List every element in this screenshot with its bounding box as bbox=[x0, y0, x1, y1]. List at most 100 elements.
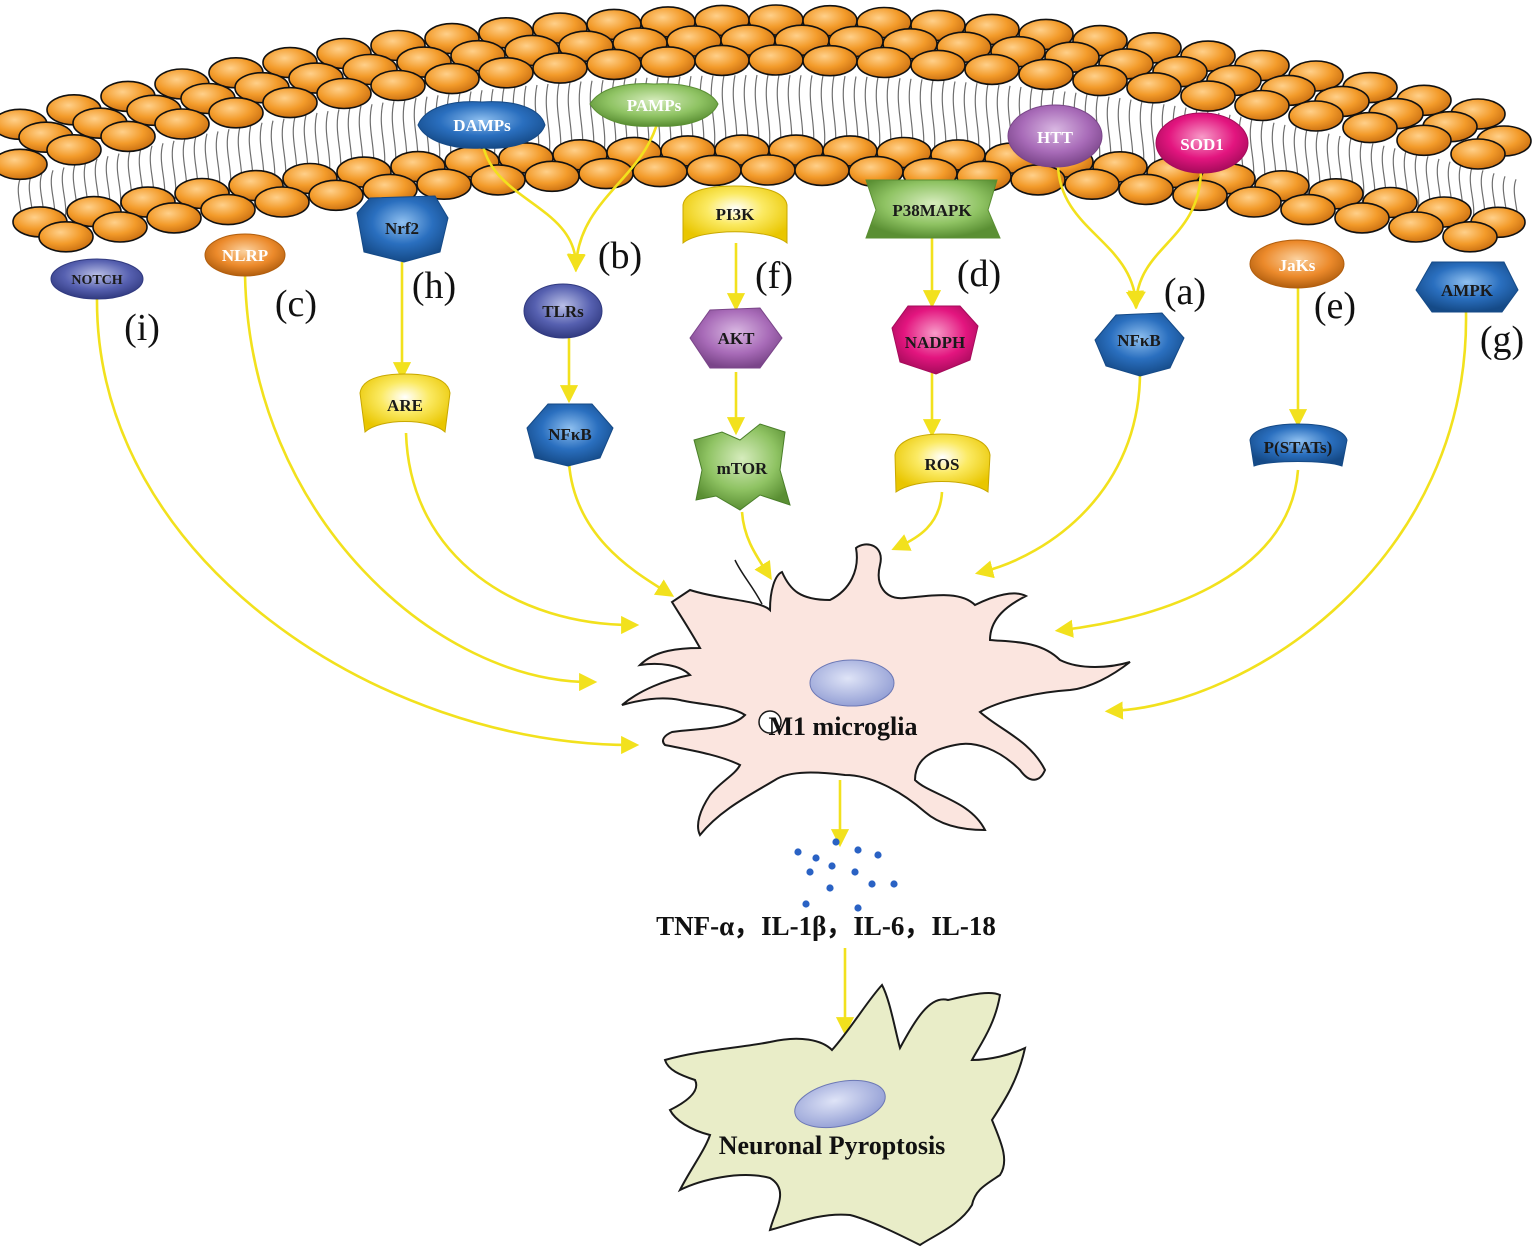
neuron-label: Neuronal Pyroptosis bbox=[719, 1131, 946, 1160]
lipid-tail bbox=[820, 75, 826, 156]
node-pamps-label: PAMPs bbox=[627, 96, 682, 115]
arrow-sod1-nfkb bbox=[1127, 169, 1203, 310]
node-ros: ROS bbox=[894, 433, 991, 493]
lipid-head-outer bbox=[208, 97, 264, 129]
lipid-head-outer bbox=[1288, 100, 1344, 132]
lipid-head-outer bbox=[694, 44, 750, 77]
cytokine-list: TNF-α，IL-1β，IL-6，IL-18 bbox=[656, 911, 996, 941]
lipid-tail bbox=[875, 77, 881, 157]
letter-c: (c) bbox=[275, 283, 317, 325]
cytokine-dot bbox=[868, 880, 876, 888]
node-htt: HTT bbox=[1007, 104, 1103, 168]
lipid-head-inner bbox=[92, 211, 148, 243]
cytokine-dot bbox=[851, 868, 859, 876]
arrow-htt-nfkb bbox=[1056, 164, 1144, 310]
cytokine-dots bbox=[794, 838, 898, 912]
lipid-head-outer bbox=[1072, 64, 1128, 97]
node-tlrs: TLRs bbox=[523, 283, 603, 339]
node-notch-label: NOTCH bbox=[71, 273, 122, 288]
lipid-head-outer bbox=[154, 108, 210, 140]
cytokine-dot bbox=[828, 862, 836, 870]
lipid-head-inner bbox=[1280, 193, 1336, 226]
lipid-head-inner bbox=[200, 193, 256, 226]
pathway-nodes: NOTCH NLRP Nrf2 ARE TLRs NFκB PI bbox=[50, 179, 1519, 511]
lipid-head-inner bbox=[38, 221, 94, 253]
lipid-head-outer bbox=[1396, 124, 1452, 157]
node-p38mapk: P38MAPK bbox=[865, 179, 1001, 239]
lipid-head-outer bbox=[640, 46, 696, 78]
node-pstats-label: P(STATs) bbox=[1264, 438, 1333, 457]
pathway-arrows bbox=[95, 123, 1468, 1036]
neuron-cell: Neuronal Pyroptosis bbox=[663, 983, 1027, 1247]
node-nfkb-b: NFκB bbox=[526, 403, 614, 467]
node-nadph-label: NADPH bbox=[905, 333, 965, 352]
microglia-process-top-left bbox=[734, 559, 763, 605]
arrow-ros-microglia bbox=[891, 491, 944, 551]
lipid-head-outer bbox=[1450, 138, 1506, 170]
membrane-proteins: DAMPs PAMPs HTT SOD1 bbox=[417, 83, 1249, 174]
lipid-head-inner bbox=[416, 168, 472, 200]
lipid-head-outer bbox=[532, 52, 588, 84]
lipid-head-outer bbox=[586, 48, 642, 81]
lipid-head-outer bbox=[1126, 72, 1182, 104]
node-are: ARE bbox=[359, 373, 451, 434]
lipid-head-inner bbox=[740, 154, 796, 186]
letter-f: (f) bbox=[755, 255, 793, 297]
lipid-head-outer bbox=[316, 77, 372, 110]
lipid-head-outer bbox=[1018, 58, 1074, 91]
node-pamps: PAMPs bbox=[589, 83, 719, 127]
arrow-damps-tlrs bbox=[480, 139, 585, 273]
lipid-head-inner bbox=[1388, 211, 1444, 243]
arrow-are-microglia bbox=[404, 432, 640, 635]
m1-microglia-cell: M1 microglia bbox=[621, 543, 1131, 837]
lipid-head-inner bbox=[578, 157, 634, 190]
node-p38mapk-label: P38MAPK bbox=[892, 201, 972, 220]
pathway-letters: (i) (c) (h) (b) (f) (d) (a) (e) (g) bbox=[124, 235, 1524, 361]
node-pstats: P(STATs) bbox=[1249, 423, 1348, 467]
node-ros-label: ROS bbox=[925, 455, 960, 474]
node-sod1-label: SOD1 bbox=[1180, 135, 1223, 154]
arrow-nlrp-microglia bbox=[243, 274, 598, 692]
lipid-head-outer bbox=[370, 69, 426, 102]
node-pi3k: PI3K bbox=[682, 185, 788, 245]
lipid-heads-outer bbox=[0, 4, 1532, 181]
node-htt-label: HTT bbox=[1037, 128, 1074, 147]
arrow-nfkb-b-microglia bbox=[567, 462, 675, 597]
node-tlrs-label: TLRs bbox=[542, 302, 584, 321]
lipid-head-outer bbox=[0, 148, 48, 181]
letter-e: (e) bbox=[1314, 285, 1356, 327]
lipid-head-outer bbox=[910, 49, 966, 82]
cytokine-dot bbox=[794, 848, 802, 856]
lipid-head-outer bbox=[100, 120, 156, 153]
arrow-nfkb-a-microglia bbox=[974, 371, 1142, 579]
lipid-head-outer bbox=[1234, 89, 1290, 122]
node-ampk-label: AMPK bbox=[1441, 281, 1494, 300]
cytokine-dot bbox=[854, 846, 862, 854]
node-jaks: JaKs bbox=[1249, 239, 1345, 289]
node-notch: NOTCH bbox=[50, 258, 144, 300]
lipid-head-inner bbox=[1010, 164, 1066, 196]
letter-b: (b) bbox=[598, 235, 642, 277]
lipid-head-outer bbox=[748, 44, 804, 76]
lipid-head-outer bbox=[856, 46, 912, 79]
cytokine-dot bbox=[802, 900, 810, 908]
node-damps-label: DAMPs bbox=[453, 116, 511, 135]
node-nfkb-a-label: NFκB bbox=[1117, 331, 1160, 350]
cytokine-dot bbox=[874, 851, 882, 859]
lipid-head-inner bbox=[1226, 186, 1282, 218]
lipid-head-inner bbox=[1334, 202, 1390, 234]
letter-g: (g) bbox=[1480, 319, 1524, 361]
node-nrf2-label: Nrf2 bbox=[385, 219, 419, 238]
arrow-pamps-tlrs bbox=[567, 123, 659, 273]
cytokine-dot bbox=[890, 880, 898, 888]
node-mtor: mTOR bbox=[693, 423, 791, 511]
node-nlrp: NLRP bbox=[204, 233, 286, 277]
node-akt: AKT bbox=[689, 307, 783, 369]
lipid-head-inner bbox=[686, 154, 742, 187]
arrow-ampk-microglia bbox=[1104, 311, 1468, 720]
cytokine-dot bbox=[812, 854, 820, 862]
node-nfkb-a: NFκB bbox=[1094, 312, 1185, 377]
node-nadph: NADPH bbox=[891, 305, 979, 375]
lipid-head-outer bbox=[964, 53, 1020, 86]
lipid-head-inner bbox=[1064, 168, 1120, 200]
